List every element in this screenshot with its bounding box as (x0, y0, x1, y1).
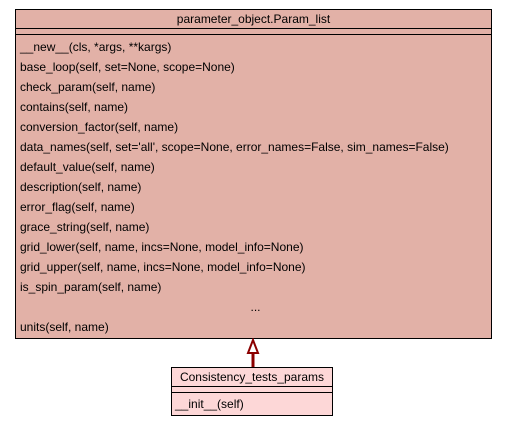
child-method-compartment: __init__(self) (172, 392, 332, 414)
child-class-box[interactable]: Consistency_tests_params __init__(self) (171, 367, 333, 416)
method-item: grid_lower(self, name, incs=None, model_… (20, 240, 304, 254)
method-ellipsis: ... (250, 300, 261, 314)
parent-class-box[interactable]: parameter_object.Param_list __new__(cls,… (15, 9, 492, 339)
method-item: default_value(self, name) (20, 160, 155, 174)
method-item: grid_upper(self, name, incs=None, model_… (20, 260, 306, 274)
method-item: units(self, name) (20, 320, 109, 334)
method-item: data_names(self, set='all', scope=None, … (20, 140, 449, 154)
method-item: contains(self, name) (20, 100, 129, 114)
method-item: is_spin_param(self, name) (20, 280, 162, 294)
parent-attribute-compartment (16, 28, 491, 34)
parent-method-compartment: __new__(cls, *args, **kargs) base_loop(s… (16, 34, 491, 337)
child-attribute-compartment (172, 386, 332, 392)
parent-class-name: parameter_object.Param_list (176, 12, 331, 26)
child-class-name: Consistency_tests_params (179, 370, 325, 384)
method-item: grace_string(self, name) (20, 220, 150, 234)
method-item: base_loop(self, set=None, scope=None) (20, 60, 235, 74)
method-item: conversion_factor(self, name) (20, 120, 179, 134)
method-item: description(self, name) (20, 180, 142, 194)
method-item: error_flag(self, name) (20, 200, 135, 214)
inheritance-arrow (246, 338, 260, 368)
method-item: check_param(self, name) (20, 80, 156, 94)
method-item: __init__(self) (175, 397, 244, 411)
method-item: __new__(cls, *args, **kargs) (20, 40, 172, 54)
